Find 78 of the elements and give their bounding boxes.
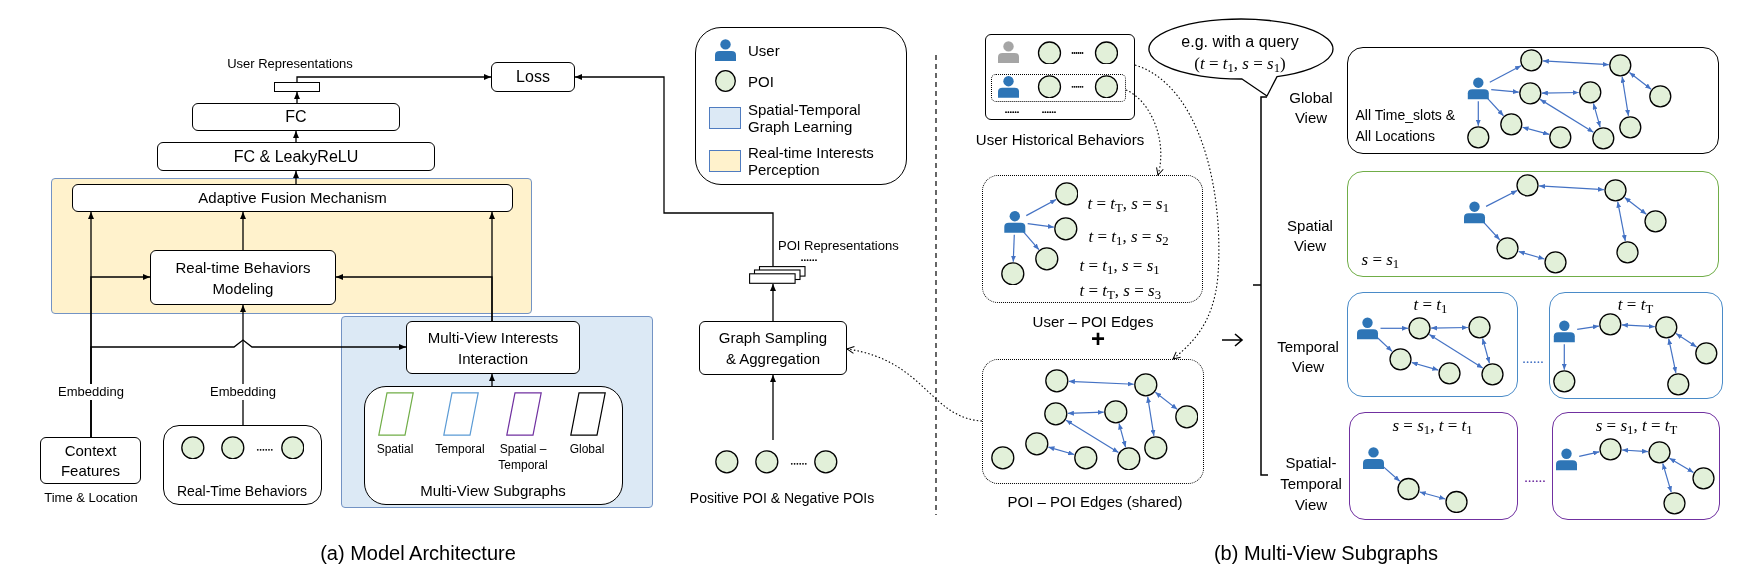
- subfigure-caption: (a) Model Architecture: [319, 541, 517, 566]
- node-label: User Representations: [226, 56, 354, 72]
- node-label: Context Features: [59, 440, 122, 481]
- node-label: All Time_slots & All Locations: [1355, 105, 1457, 146]
- layer-box: [157, 142, 435, 171]
- arrow: [90, 339, 407, 438]
- node-label: FC: [285, 107, 307, 127]
- vector-bar: [274, 82, 320, 92]
- node-label: FC & LeakyReLU: [233, 146, 359, 167]
- input-box: [40, 437, 141, 484]
- arrow: [489, 373, 495, 387]
- behavior-panel: [985, 34, 1135, 120]
- condition-label: s = s$_{1}$, t = t$_{T}$: [1594, 415, 1679, 435]
- view-name: Spatial View: [1286, 216, 1334, 256]
- arrow: [296, 74, 492, 83]
- view-panel: [1349, 412, 1518, 520]
- subfigure-caption: (b) Multi-View Subgraphs: [1212, 541, 1440, 566]
- subgraph-panel: [364, 386, 623, 505]
- condition-label: t = t$_{1}$: [1412, 294, 1449, 314]
- node-label: Positive POI & Negative POIs: [688, 490, 876, 507]
- node-label: Time & Location: [43, 490, 139, 506]
- node-label: Spatial – Temporal: [497, 440, 549, 473]
- node-label: User Historical Behaviors: [974, 130, 1146, 149]
- dotted-arrow: [1125, 89, 1164, 176]
- dotted-arrow: [1134, 64, 1220, 360]
- module-box: [406, 321, 580, 374]
- node-label: Adaptive Fusion Mechanism: [198, 187, 387, 208]
- condition-label: t = t$_{1}$, s = s$_{1}$: [1079, 255, 1160, 275]
- module-box: [150, 250, 336, 305]
- arrow: [293, 170, 299, 185]
- module-box: [699, 321, 847, 375]
- node-label: Multi-View Subgraphs: [419, 481, 567, 500]
- arrow: [240, 304, 246, 426]
- module-panel: [341, 316, 653, 508]
- node-label: (t = t$_{1}$, s = s$_{1}$): [1193, 54, 1287, 74]
- view-panel: [1347, 171, 1719, 277]
- arrow: [294, 91, 300, 104]
- view-panel: [1549, 292, 1723, 399]
- node-label: e.g. with a query: [1180, 32, 1300, 51]
- legend-label: POI: [748, 72, 775, 90]
- condition-label: t = t$_{1}$, s = s$_{2}$: [1088, 226, 1169, 246]
- arrow: [574, 74, 774, 267]
- vector-stack: [749, 266, 806, 284]
- condition-label: s = s$_{1}$: [1361, 249, 1400, 269]
- view-name: Temporal View: [1276, 337, 1340, 377]
- condition-label: t = t$_{T}$, s = s$_{3}$: [1079, 280, 1162, 300]
- node-label: Real-time Behaviors Modeling: [174, 257, 312, 299]
- loss-box: [491, 62, 575, 92]
- view-panel: [1552, 412, 1720, 520]
- module-box: [72, 184, 513, 212]
- legend-label: Real-time Interests Perception: [748, 144, 875, 178]
- node-label: Real-Time Behaviors: [175, 482, 309, 500]
- legend-label: User: [748, 41, 781, 59]
- input-panel: [163, 425, 322, 505]
- dotted-arrow: [846, 346, 983, 422]
- node-label: Graph Sampling & Aggregation: [717, 328, 829, 369]
- node-label: Loss: [516, 67, 550, 87]
- arrow: [240, 211, 246, 251]
- node-label: POI – POI Edges (shared): [1006, 492, 1184, 511]
- node-label: Temporal: [434, 440, 486, 457]
- module-panel: [51, 178, 532, 314]
- arrow: [770, 374, 776, 441]
- arrow: [335, 274, 493, 322]
- condition-label: t = t$_{T}$, s = s$_{1}$: [1087, 193, 1170, 213]
- view-panel: [1347, 47, 1719, 154]
- node-label: Global: [568, 440, 606, 457]
- arrow: [770, 283, 776, 322]
- node-label: Spatial: [375, 440, 415, 457]
- node-label: POI Representations: [778, 238, 899, 254]
- layer-box: [192, 103, 400, 131]
- view-name: Global View: [1288, 88, 1334, 128]
- view-name: Spatial- Temporal View: [1279, 453, 1343, 515]
- condition-label: t = t$_{T}$: [1616, 294, 1655, 314]
- arrow: [293, 130, 299, 143]
- node-label: Multi-View Interests Interaction: [426, 327, 560, 369]
- condition-label: s = s$_{1}$, t = t$_{1}$: [1391, 415, 1474, 435]
- legend-label: Spatial-Temporal Graph Learning: [748, 101, 862, 135]
- view-panel: [1347, 292, 1518, 397]
